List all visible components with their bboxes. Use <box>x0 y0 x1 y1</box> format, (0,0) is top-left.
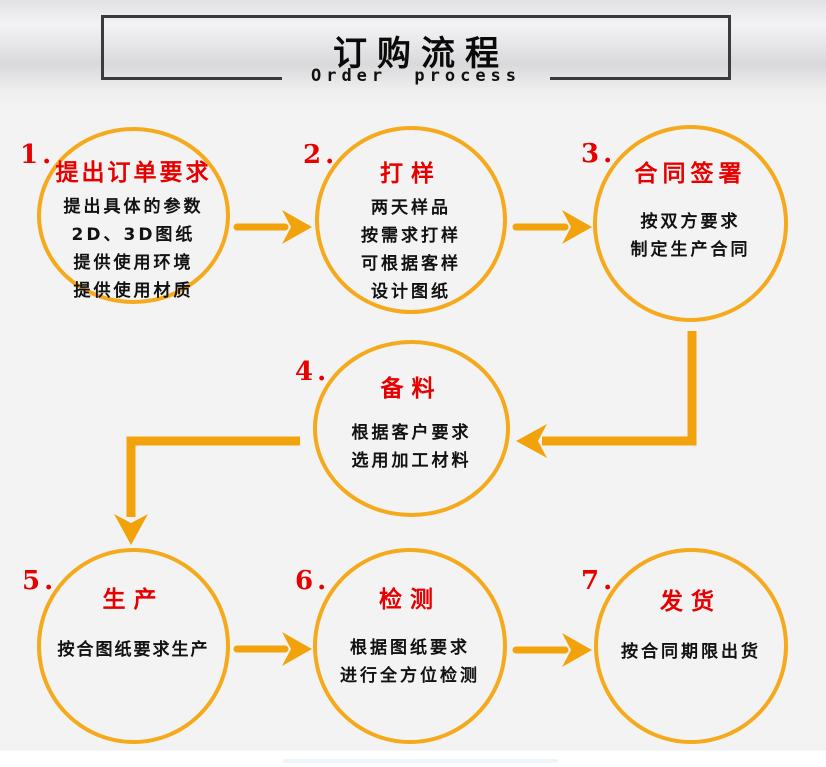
step-number-5: 5. <box>22 566 58 596</box>
step-details: 按双方要求 制定生产合同 <box>631 208 751 264</box>
step-title: 打样 <box>380 161 442 187</box>
step-line: 根据客户要求 <box>351 423 472 443</box>
step-title: 提出订单要求 <box>55 160 212 186</box>
arrow-step4-to-step5 <box>114 436 300 545</box>
step-number-6: 6. <box>295 566 331 596</box>
step-circle-shipping: 发货 按合同期限出货 <box>594 548 788 744</box>
step-number-1: 1. <box>20 140 56 170</box>
step-line: 按双方要求 <box>640 212 741 232</box>
step-line: 2D、3D图纸 <box>71 225 196 245</box>
step-line: 设计图纸 <box>371 282 451 302</box>
page-subtitle: Order process <box>310 66 522 86</box>
header-rule-right <box>550 77 731 80</box>
step-number-7: 7. <box>581 566 617 596</box>
arrow-step6-to-step7 <box>512 633 592 667</box>
step-title: 合同签署 <box>634 161 747 187</box>
step-line: 提供使用环境 <box>73 253 194 273</box>
page-title: 订购流程 <box>333 34 509 74</box>
step-number-3: 3. <box>581 139 617 169</box>
arrow-step5-to-step6 <box>233 632 312 666</box>
step-line: 提出具体的参数 <box>63 197 204 217</box>
arrow-step3-to-step4 <box>516 331 697 458</box>
step-details: 两天样品 按需求打样 可根据客样 设计图纸 <box>361 194 461 306</box>
step-title: 备料 <box>380 376 443 402</box>
bottom-accent-bar <box>283 759 558 763</box>
step-line: 两天样品 <box>371 198 451 218</box>
step-line: 按合图纸要求生产 <box>57 640 210 660</box>
step-details: 根据客户要求 选用加工材料 <box>352 419 472 475</box>
step-number-2: 2. <box>303 140 339 170</box>
header-box: 订购流程 <box>101 15 731 80</box>
step-line: 可根据客样 <box>361 254 461 274</box>
step-number-4: 4. <box>295 357 331 387</box>
arrow-step1-to-step2 <box>233 210 312 244</box>
step-details: 按合图纸要求生产 <box>58 636 210 664</box>
step-line: 按需求打样 <box>361 226 461 246</box>
arrow-step2-to-step3 <box>512 210 592 244</box>
step-circle-material-preparation: 备料 根据客户要求 选用加工材料 <box>313 340 510 517</box>
step-line: 制定生产合同 <box>630 240 751 260</box>
step-details: 按合同期限出货 <box>621 638 761 666</box>
step-circle-contract-signing: 合同签署 按双方要求 制定生产合同 <box>593 125 788 322</box>
step-title: 检测 <box>379 587 441 613</box>
step-circle-sampling: 打样 两天样品 按需求打样 可根据客样 设计图纸 <box>315 126 507 314</box>
step-line: 提供使用材质 <box>73 281 194 301</box>
step-circle-order-requirements: 提出订单要求 提出具体的参数 2D、3D图纸 提供使用环境 提供使用材质 <box>37 127 230 304</box>
step-details: 提出具体的参数 2D、3D图纸 提供使用环境 提供使用材质 <box>64 193 204 305</box>
step-title: 生产 <box>102 587 165 613</box>
step-circle-production: 生产 按合图纸要求生产 <box>37 548 230 744</box>
step-details: 根据图纸要求 进行全方位检测 <box>340 634 480 690</box>
step-line: 按合同期限出货 <box>621 642 761 662</box>
step-circle-inspection: 检测 根据图纸要求 进行全方位检测 <box>313 548 507 744</box>
step-line: 进行全方位检测 <box>340 666 480 686</box>
step-title: 发货 <box>660 589 722 615</box>
step-line: 根据图纸要求 <box>350 638 470 658</box>
header-rule-left <box>101 77 282 80</box>
step-line: 选用加工材料 <box>351 451 472 471</box>
